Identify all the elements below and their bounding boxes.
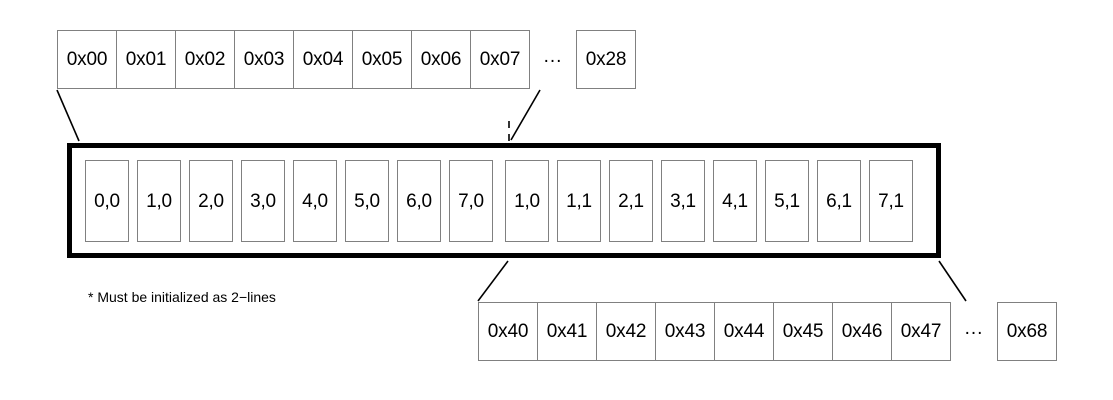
buffer-slot: 6,1	[817, 160, 861, 242]
top-row-ellipsis: ...	[543, 45, 563, 67]
addr-cell: 0x43	[655, 302, 715, 361]
buffer-slot: 1,0	[505, 160, 549, 242]
buffer-slot: 1,1	[557, 160, 601, 242]
bottom-address-row: 0x40 0x41 0x42 0x43 0x44 0x45 0x46 0x47 …	[478, 302, 1057, 361]
addr-cell: 0x00	[57, 30, 117, 89]
addr-cell: 0x05	[352, 30, 412, 89]
addr-cell: 0x40	[478, 302, 538, 361]
addr-cell: 0x44	[714, 302, 774, 361]
addr-cell: 0x46	[832, 302, 892, 361]
buffer-slot: 0,0	[85, 160, 129, 242]
addr-cell: 0x07	[470, 30, 530, 89]
buffer-slot: 5,1	[765, 160, 809, 242]
addr-cell: 0x03	[234, 30, 294, 89]
addr-cell: 0x42	[596, 302, 656, 361]
footnote-text: * Must be initialized as 2−lines	[88, 289, 276, 305]
bottom-address-group: 0x40 0x41 0x42 0x43 0x44 0x45 0x46 0x47	[478, 302, 951, 361]
leader-bottom-left	[477, 260, 509, 302]
top-row-tail-cell: 0x28	[576, 30, 636, 89]
leader-bottom-right	[938, 260, 967, 302]
buffer-slot: 7,1	[869, 160, 913, 242]
buffer-slot: 7,0	[449, 160, 493, 242]
bottom-row-ellipsis: ...	[964, 317, 984, 339]
buffer-slot: 2,1	[609, 160, 653, 242]
buffer-slot: 4,1	[713, 160, 757, 242]
buffer-slot: 3,0	[241, 160, 285, 242]
buffer-slot: 4,0	[293, 160, 337, 242]
bottom-row-tail-cell: 0x68	[997, 302, 1057, 361]
two-line-buffer-slots: 0,0 1,0 2,0 3,0 4,0 5,0 6,0 7,0 1,0 1,1 …	[85, 160, 913, 242]
buffer-slot: 1,0	[137, 160, 181, 242]
addr-cell: 0x47	[891, 302, 951, 361]
addr-cell: 0x04	[293, 30, 353, 89]
leader-top-left	[56, 89, 80, 142]
buffer-slot: 2,0	[189, 160, 233, 242]
top-address-row: 0x00 0x01 0x02 0x03 0x04 0x05 0x06 0x07 …	[57, 30, 636, 89]
leader-top-right	[510, 89, 541, 141]
addr-cell: 0x45	[773, 302, 833, 361]
buffer-slot: 5,0	[345, 160, 389, 242]
addr-cell: 0x41	[537, 302, 597, 361]
addr-cell: 0x02	[175, 30, 235, 89]
buffer-slot: 3,1	[661, 160, 705, 242]
addr-cell: 0x01	[116, 30, 176, 89]
top-address-group: 0x00 0x01 0x02 0x03 0x04 0x05 0x06 0x07	[57, 30, 530, 89]
addr-cell: 0x06	[411, 30, 471, 89]
buffer-slot: 6,0	[397, 160, 441, 242]
